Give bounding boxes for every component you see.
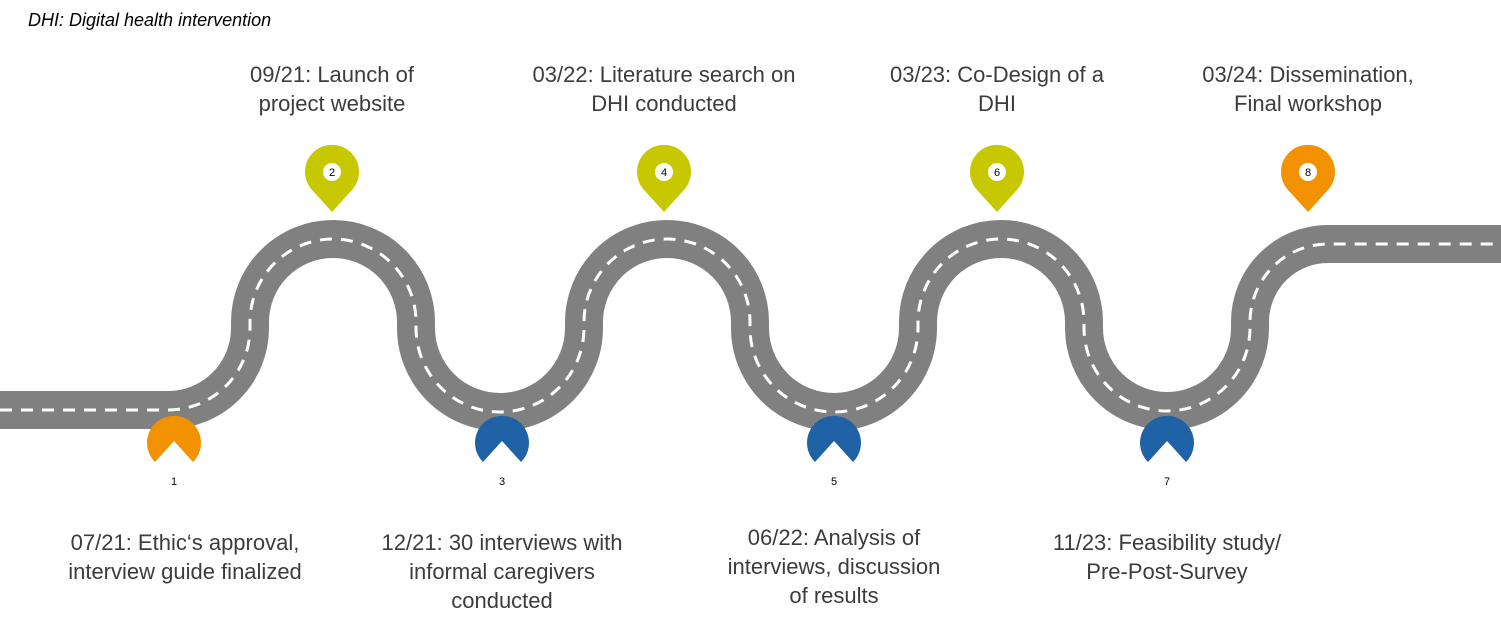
milestone-pin-8: 8 [1281,144,1335,212]
milestone-label-1: 07/21: Ethic‘s approval, interview guide … [68,528,302,586]
milestone-pin-7: 7 [1140,415,1194,490]
milestone-label-5: 06/22: Analysis of interviews, discussion… [728,523,941,610]
milestone-label-line: 03/23: Co-Design of a [889,62,1105,87]
milestone-label-line: 03/22: Literature search on [532,62,796,87]
milestone-label-line: interview guide finalized [68,559,302,584]
abbreviation-note: DHI: Digital health intervention [28,10,272,30]
milestone-label-line: 03/24: Dissemination, [1202,62,1414,87]
milestone-label-2: 09/21: Launch of project website [250,60,414,118]
milestone-label-line: DHI conducted [591,91,737,116]
milestone-label-line: 11/23: Feasibility study/ [1052,530,1282,555]
road-lane-marking [0,237,1501,414]
milestone-label-8: 03/24: Dissemination, Final workshop [1202,60,1414,118]
road [0,220,1501,431]
pin-marker-shape [475,415,530,462]
milestone-label-3: 12/21: 30 interviews with informal caregi… [382,528,623,615]
milestone-label-line: project website [258,91,406,116]
pin-number: 7 [1164,476,1170,488]
milestone-label-4: 03/22: Literature search on DHI conducted [533,60,796,118]
pin-number: 3 [499,476,505,488]
milestone-label-line: 12/21: 30 interviews with [381,530,623,555]
milestone-pin-4: 4 [637,144,692,212]
milestone-pin-6: 6 [970,144,1024,212]
pin-number: 4 [661,167,667,179]
milestone-label-6: 03/23: Co-Design of a DHI [890,60,1104,118]
pin-marker-shape [147,415,202,462]
milestone-pin-1: 1 [147,415,202,490]
milestone-label-line: 07/21: Ethic‘s approval, [70,530,300,555]
pin-number-disc [655,163,673,181]
milestone-label-line: conducted [451,588,553,613]
milestone-label-line: of results [789,583,879,608]
pin-number-disc [1158,472,1176,490]
pin-number: 8 [1305,167,1311,179]
pin-marker-shape [807,415,862,462]
pin-number-disc [1299,163,1317,181]
milestone-pin-2: 2 [305,144,359,212]
pin-number-disc [825,472,843,490]
milestone-label-7: 11/23: Feasibility study/Pre-Post-Survey [1053,528,1281,586]
milestone-label-line: 09/21: Launch of [250,62,414,87]
pin-number-disc [165,472,183,490]
pin-number-disc [323,163,341,181]
milestone-label-line: interviews, discussion [727,554,941,579]
pin-number: 5 [831,476,837,488]
milestone-label-line: informal caregivers [409,559,595,584]
milestone-label-line: DHI [978,91,1016,116]
pin-number: 2 [329,167,335,179]
milestone-label-line: Final workshop [1234,91,1382,116]
pin-number-disc [493,472,511,490]
pin-number: 1 [171,476,177,488]
milestone-pin-5: 5 [807,415,862,490]
milestone-label-line: Pre-Post-Survey [1086,559,1248,584]
pin-number: 6 [994,167,1000,179]
milestone-pin-3: 3 [475,415,530,490]
milestone-label-line: 06/22: Analysis of [747,525,921,550]
pin-number-disc [988,163,1006,181]
pin-marker-shape [1140,415,1194,462]
milestone-pins: 1 2 3 4 5 6 7 8 [147,144,1335,490]
